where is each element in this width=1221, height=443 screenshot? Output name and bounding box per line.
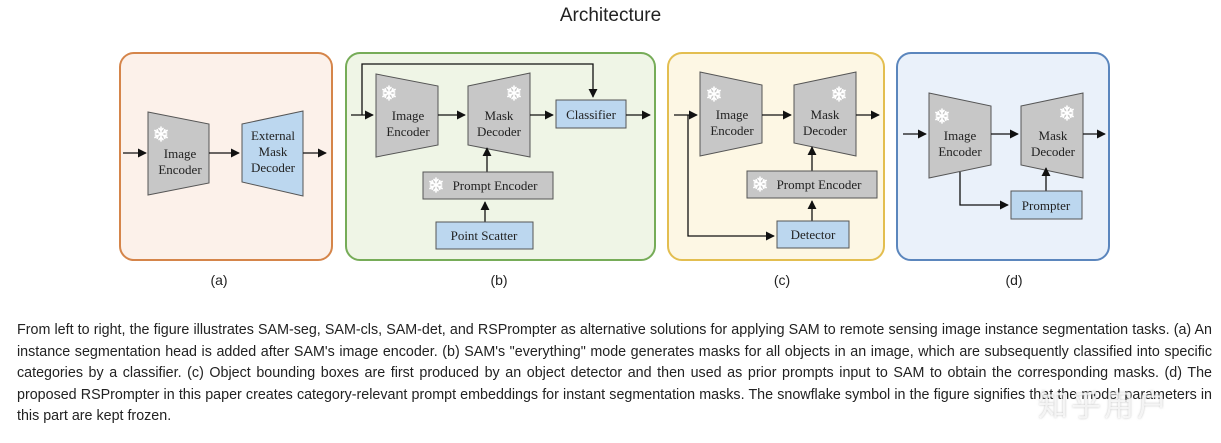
image-encoder-block: Image Encoder xyxy=(699,71,763,157)
skip-arrow-to-classifier xyxy=(361,63,598,115)
mask-decoder-block: Mask Decoder xyxy=(793,71,857,157)
decoder-label-line1: Mask xyxy=(485,108,514,123)
prompt-encoder-label: Prompt Encoder xyxy=(453,178,539,193)
decoder-label-line3: Decoder xyxy=(251,160,296,175)
prompt-encoder-label: Prompt Encoder xyxy=(777,177,863,192)
panel-c-label: (c) xyxy=(774,272,790,288)
encoder-to-prompter-arrow xyxy=(959,172,1009,210)
panel-a-frame xyxy=(119,52,333,261)
prompter-block: Prompter xyxy=(1010,190,1083,220)
prompt-encoder-block: Prompt Encoder xyxy=(746,170,878,199)
encoder-label-line1: Image xyxy=(392,108,425,123)
panel-a: Image Encoder External Mask Decoder (a) xyxy=(119,52,333,288)
mask-decoder-block: Mask Decoder xyxy=(467,72,531,158)
panel-b: Image Encoder Mask Decoder Classifier Pr… xyxy=(345,52,656,288)
encoder-label-line2: Encoder xyxy=(938,144,982,159)
encoder-label-line2: Encoder xyxy=(710,123,754,138)
image-encoder-block: Image Encoder xyxy=(375,73,439,158)
mask-decoder-block: Mask Decoder xyxy=(1020,92,1084,179)
panel-d-label: (d) xyxy=(1005,272,1022,288)
prompt-encoder-block: Prompt Encoder xyxy=(422,171,554,200)
figure-caption: From left to right, the figure illustrat… xyxy=(17,322,1212,424)
decoder-label-line1: External xyxy=(251,128,295,143)
image-encoder-block: Image Encoder xyxy=(147,111,210,196)
decoder-label-line1: Mask xyxy=(1039,128,1068,143)
panel-a-label: (a) xyxy=(210,272,227,288)
image-to-detector-arrow xyxy=(687,115,775,241)
encoder-label-line1: Image xyxy=(716,107,749,122)
decoder-label-line2: Decoder xyxy=(477,124,522,139)
detector-label: Detector xyxy=(791,227,836,242)
point-scatter-label: Point Scatter xyxy=(451,228,518,243)
encoder-label-line1: Image xyxy=(164,146,197,161)
detector-block: Detector xyxy=(776,220,850,249)
panel-c: Image Encoder Mask Decoder Prompt Encode… xyxy=(667,52,885,288)
decoder-label-line1: Mask xyxy=(811,107,840,122)
decoder-label-line2: Mask xyxy=(259,144,288,159)
decoder-label-line2: Decoder xyxy=(803,123,848,138)
architecture-diagram: Image Encoder External Mask Decoder (a) … xyxy=(119,52,1110,288)
classifier-block: Classifier xyxy=(555,99,627,129)
encoder-label-line2: Encoder xyxy=(158,162,202,177)
decoder-label-line2: Decoder xyxy=(1031,144,1076,159)
classifier-label: Classifier xyxy=(566,107,616,122)
figure-title: Architecture xyxy=(559,5,662,26)
panel-b-label: (b) xyxy=(490,272,507,288)
encoder-label-line1: Image xyxy=(944,128,977,143)
encoder-label-line2: Encoder xyxy=(386,124,430,139)
panel-d: Image Encoder Mask Decoder Prompter (d) xyxy=(896,52,1110,288)
prompter-label: Prompter xyxy=(1022,198,1071,213)
image-encoder-block: Image Encoder xyxy=(928,92,992,179)
point-scatter-block: Point Scatter xyxy=(435,221,534,250)
external-mask-decoder-block: External Mask Decoder xyxy=(241,110,304,197)
